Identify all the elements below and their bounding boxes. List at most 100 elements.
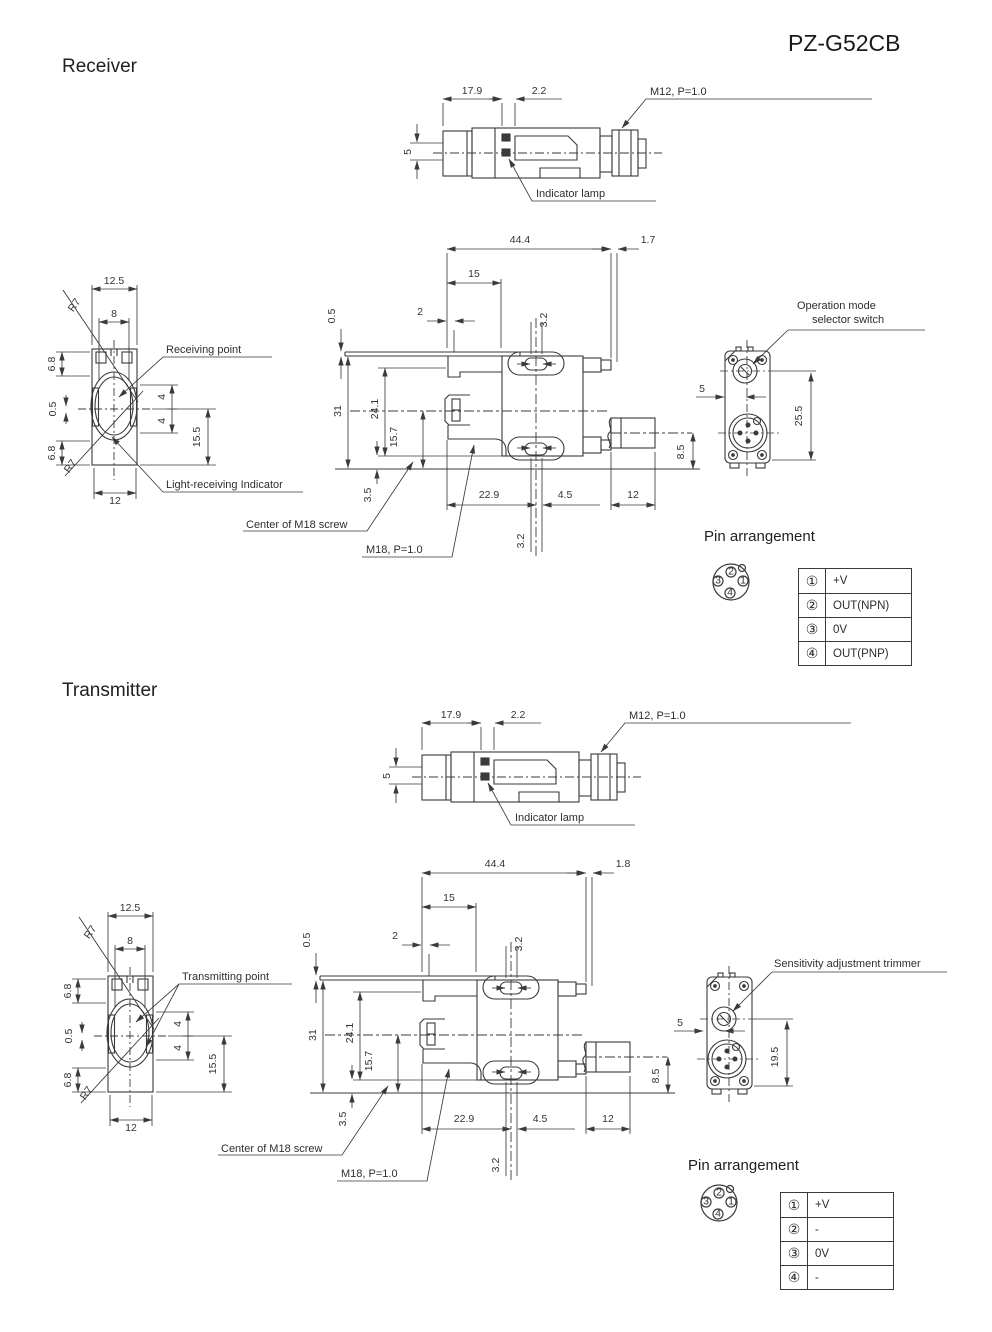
transmitter-front-view: 44.4 1.8 15 2 0.5 3.2 31 24.1 15.7 3.5 2… — [218, 858, 675, 1182]
pin-number: 3 — [703, 1196, 709, 1208]
dim-label: 3.5 — [337, 1112, 349, 1127]
pin-row-number: ① — [781, 1193, 808, 1217]
center-of-m18-label: Center of M18 screw — [246, 519, 348, 531]
receiver-pin-table: ① +V ② OUT(NPN) ③ 0V ④ OUT(PNP) — [798, 568, 912, 666]
dim-label: 44.4 — [510, 234, 531, 246]
radius-label: R7 — [82, 923, 100, 941]
model-number: PZ-G52CB — [788, 30, 901, 56]
transmitter-pin-arrangement-heading: Pin arrangement — [688, 1157, 799, 1174]
pin-row-label: +V — [815, 1199, 830, 1211]
dim-label: 15 — [443, 892, 455, 904]
dim-label: 4 — [172, 1045, 184, 1051]
dim-label: 44.4 — [485, 858, 506, 870]
dim-label: 0.5 — [47, 402, 59, 417]
indicator-lamp-label: Indicator lamp — [515, 812, 584, 824]
receiving-point-label: Receiving point — [166, 344, 241, 356]
dim-label: 6.8 — [46, 357, 58, 372]
pin-number: 2 — [716, 1187, 722, 1199]
dim-label: 8.5 — [650, 1069, 662, 1084]
m18-thread-label: M18, P=1.0 — [366, 544, 423, 556]
dim-label: 2.2 — [511, 709, 526, 721]
sensitivity-trimmer-label: Sensitivity adjustment trimmer — [774, 958, 921, 970]
center-of-m18-label: Center of M18 screw — [221, 1143, 323, 1155]
receiver-end-view: Operation mode selector switch 5 25.5 — [696, 300, 925, 478]
dim-label: 19.5 — [769, 1047, 781, 1068]
receiver-pin-arrangement-heading: Pin arrangement — [704, 528, 815, 545]
dim-label: 31 — [307, 1029, 319, 1041]
pin-row-label: OUT(NPN) — [833, 599, 890, 612]
pin-row-number: ② — [799, 594, 826, 617]
dim-label: 3.2 — [490, 1158, 502, 1173]
pin-row-number: ② — [781, 1218, 808, 1241]
pin-row: ③ 0V — [781, 1241, 893, 1265]
transmitter-pin-table: ① +V ② - ③ 0V ④ - — [780, 1192, 894, 1290]
pin-row: ② OUT(NPN) — [799, 593, 911, 617]
transmitter-heading: Transmitter — [62, 680, 158, 701]
pin-row-number: ④ — [799, 642, 826, 665]
pin-number: 1 — [740, 575, 746, 587]
dim-label: 15.7 — [363, 1051, 375, 1072]
receiver-face-view: 12.5 8 R7 R7 6.8 6.8 0.5 4 4 15.5 12 Rec… — [46, 275, 303, 507]
dim-label: 12 — [602, 1113, 614, 1125]
dim-label: 3.2 — [515, 534, 527, 549]
pin-row-number: ③ — [799, 618, 826, 641]
dim-label: 2.2 — [532, 85, 547, 97]
dim-label: 6.8 — [62, 1073, 74, 1088]
dim-label: 0.5 — [63, 1029, 75, 1044]
pin-number: 2 — [728, 566, 734, 578]
transmitting-point-label: Transmitting point — [182, 971, 269, 983]
receiver-heading: Receiver — [62, 56, 137, 77]
pin-row-label: 0V — [833, 623, 848, 636]
dim-label: 15.7 — [388, 427, 400, 448]
dim-label: 12 — [627, 489, 639, 501]
dim-label: 5 — [699, 383, 705, 395]
dim-label: 6.8 — [62, 984, 74, 999]
receiver-pin-connector: 2 3 1 4 — [712, 563, 750, 601]
dim-label: 17.9 — [441, 709, 462, 721]
operation-mode-label-line2: selector switch — [812, 314, 884, 326]
dim-label: 22.9 — [479, 489, 500, 501]
pin-row-label: - — [815, 1271, 819, 1284]
light-receiving-indicator-label: Light-receiving Indicator — [166, 479, 283, 491]
dim-label: 2 — [392, 930, 398, 942]
dim-label: 8 — [127, 935, 133, 947]
transmitter-face-view: 12.5 8 R7 R7 6.8 6.8 0.5 4 4 15.5 12 Tra… — [62, 902, 292, 1134]
operation-mode-label-line1: Operation mode — [797, 300, 876, 312]
dim-label: 15.5 — [207, 1054, 219, 1075]
dim-label: 4 — [156, 418, 168, 424]
pin-row: ① +V — [799, 569, 911, 593]
dim-label: 17.9 — [462, 85, 483, 97]
dim-label: 3.5 — [362, 488, 374, 503]
transmitter-pin-connector: 2 3 1 4 — [700, 1184, 738, 1222]
dim-label: 12 — [109, 495, 121, 507]
receiver-top-view: 17.9 2.2 5 M12, P=1.0 Indicator lamp — [402, 85, 872, 201]
pin-row-number: ③ — [781, 1242, 808, 1265]
dim-label: 12.5 — [104, 275, 125, 287]
pin-row: ③ 0V — [799, 617, 911, 641]
radius-label: R7 — [78, 1084, 96, 1102]
dim-label: 12 — [125, 1122, 137, 1134]
pin-row-label: OUT(PNP) — [833, 647, 889, 660]
dim-label: 24.1 — [369, 399, 381, 420]
dim-label: 15 — [468, 268, 480, 280]
pin-number: 4 — [727, 587, 733, 599]
dim-label: 5 — [402, 149, 414, 155]
pin-row: ④ OUT(PNP) — [799, 641, 911, 665]
pin-row-label: 0V — [815, 1247, 830, 1260]
transmitter-top-view: 17.9 2.2 5 M12, P=1.0 Indicator lamp — [381, 709, 851, 825]
dim-label: 2 — [417, 306, 423, 318]
dim-label: 31 — [332, 405, 344, 417]
dim-label: 0.5 — [326, 309, 338, 324]
dim-label: 12.5 — [120, 902, 141, 914]
pin-row: ④ - — [781, 1265, 893, 1289]
dim-label: 6.8 — [46, 446, 58, 461]
radius-label: R7 — [62, 457, 80, 475]
dim-label: 0.5 — [301, 933, 313, 948]
dim-label: 5 — [677, 1017, 683, 1029]
dim-label: 4 — [156, 394, 168, 400]
pin-number: 3 — [715, 575, 721, 587]
m12-connector-label: M12, P=1.0 — [650, 86, 707, 98]
dim-label: 15.5 — [191, 427, 203, 448]
dim-label: 4 — [172, 1021, 184, 1027]
